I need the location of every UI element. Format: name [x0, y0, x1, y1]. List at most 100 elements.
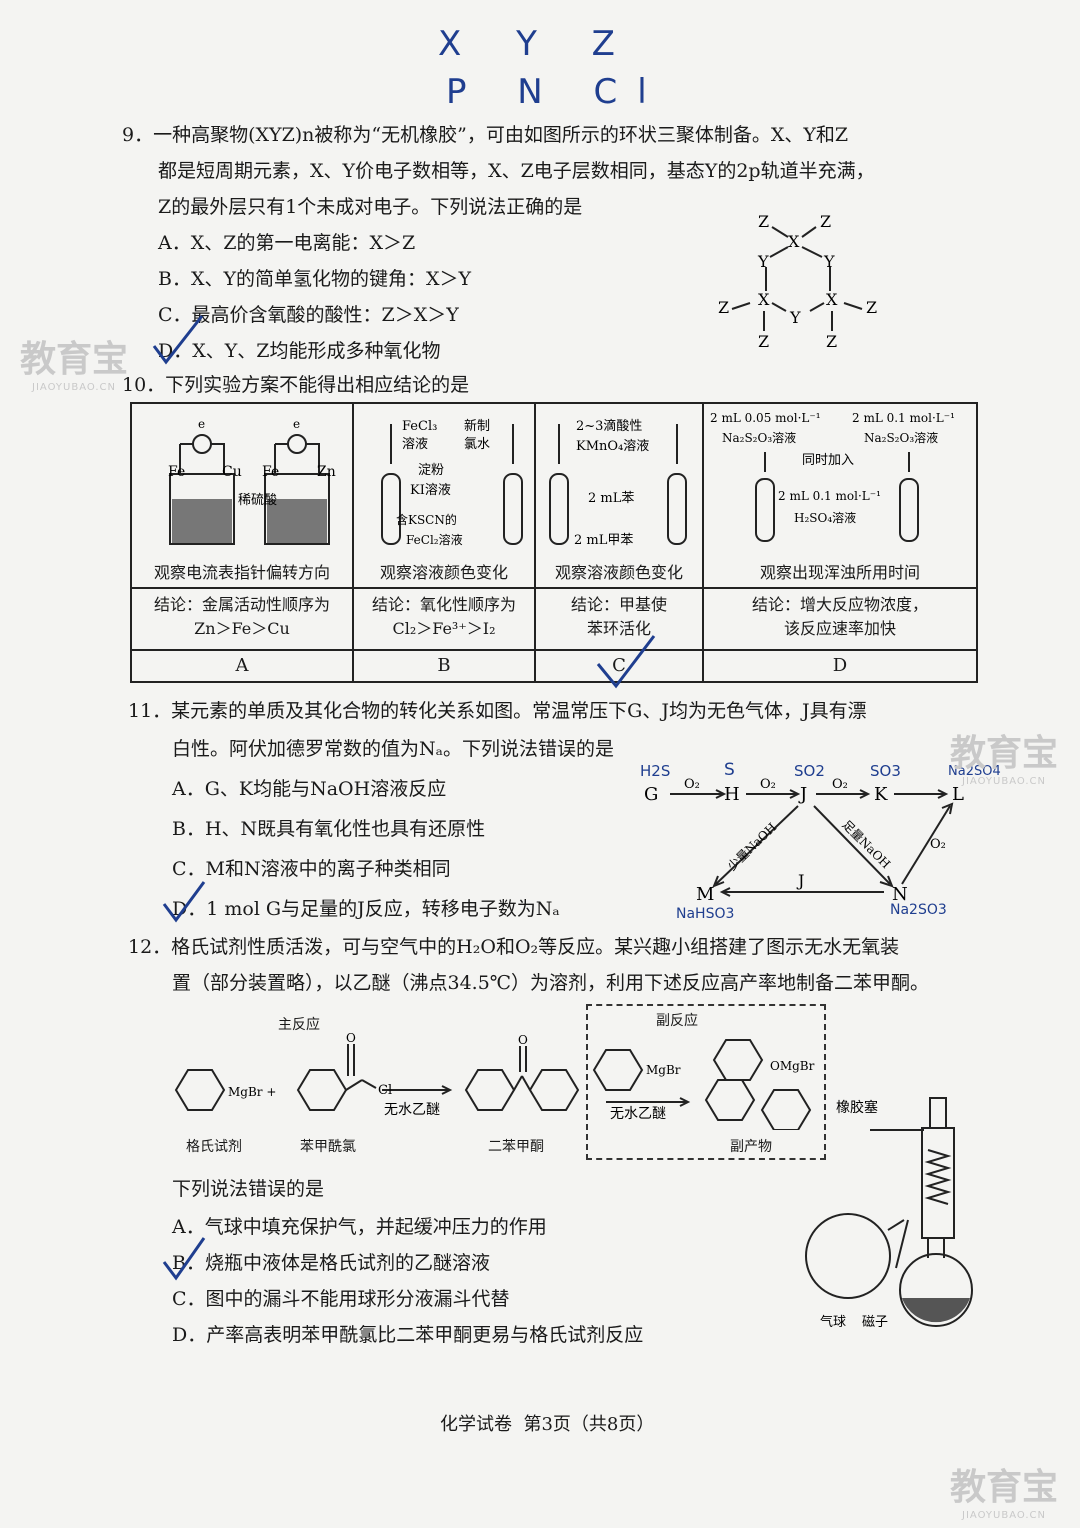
svg-text:稀硫酸: 稀硫酸	[238, 493, 277, 508]
q10-label-d: D	[832, 655, 848, 676]
svg-text:淀粉: 淀粉	[418, 463, 444, 478]
q9-check-mark	[152, 315, 204, 365]
svg-text:Na₂S₂O₃溶液: Na₂S₂O₃溶液	[864, 430, 938, 445]
svg-text:O: O	[346, 1031, 356, 1045]
handwritten-note-xyz: X Y Z	[438, 24, 637, 64]
q10-conclusion-d: 结论：增大反应物浓度，该反应速率加快	[751, 595, 928, 638]
ring-x1: X	[788, 232, 800, 251]
svg-text:M: M	[696, 884, 714, 905]
q9-option-a: A．X、Z的第一电离能：X＞Z	[158, 232, 416, 254]
svg-text:少量NaOH: 少量NaOH	[725, 820, 779, 873]
svg-text:Cu: Cu	[222, 464, 242, 480]
svg-text:同时加入: 同时加入	[802, 453, 854, 468]
q12-check-mark	[162, 1237, 206, 1281]
q9-option-d: D．X、Y、Z均能形成多种氧化物	[158, 340, 441, 362]
svg-text:H₂SO₄溶液: H₂SO₄溶液	[794, 510, 856, 525]
svg-text:Zn: Zn	[317, 464, 336, 480]
ring-x2: X	[758, 290, 770, 309]
svg-text:Fe: Fe	[262, 464, 279, 480]
q11-stem-line2: 白性。阿伏加德罗常数的值为Nₐ。下列说法错误的是	[172, 738, 614, 760]
page-footer: 化学试卷 第3页（共8页）	[440, 1414, 655, 1435]
ring-y2: Y	[823, 252, 835, 271]
q9-stem-line2: 都是短周期元素，X、Y价电子数相等，X、Z电子层数相同，基态Y的2p轨道半充满，	[158, 160, 875, 182]
svg-text:2 mL 0.1 mol·L⁻¹: 2 mL 0.1 mol·L⁻¹	[778, 489, 881, 503]
handwritten-note-pncl: P N Cl	[446, 72, 667, 112]
ring-y3: Y	[789, 308, 801, 327]
q10-cell-d-caption: 观察出现浑浊所用时间	[759, 563, 920, 582]
q12-stem-line1: 12．格氏试剂性质活泼，可与空气中的H₂O和O₂等反应。某兴趣小组搭建了图示无水…	[128, 936, 900, 958]
hand-label-so2: SO2	[794, 762, 825, 780]
svg-text:2 mL苯: 2 mL苯	[588, 491, 634, 506]
svg-text:O₂: O₂	[832, 777, 848, 792]
svg-text:气球: 气球	[820, 1314, 846, 1330]
q11-option-c: C．M和N溶液中的离子种类相同	[172, 858, 451, 880]
svg-text:FeCl₂溶液: FeCl₂溶液	[406, 532, 463, 547]
q12-option-d: D．产率高表明苯甲酰氯比二苯甲酮更易与格氏试剂反应	[172, 1324, 644, 1346]
hand-label-na2so3: Na2SO3	[890, 902, 947, 918]
svg-text:G: G	[644, 784, 658, 805]
q12-reaction-scheme: MgBr + Cl O O MgBr OMgBr 无水乙醚 无水乙醚	[174, 1031, 815, 1130]
svg-text:氯水: 氯水	[464, 437, 490, 452]
svg-text:KI溶液: KI溶液	[410, 483, 451, 498]
svg-text:J: J	[796, 871, 804, 890]
q9-stem-line1: 9．一种高聚物(XYZ)n被称为“无机橡胶”，可由如图所示的环状三聚体制备。X、…	[122, 124, 849, 146]
q10-cell-a-caption: 观察电流表指针偏转方向	[153, 563, 330, 582]
q10-experiment-table: e e Fe Cu Fe Zn 稀硫酸 观察电流表指针偏转方向	[130, 402, 978, 683]
svg-text:无水乙醚: 无水乙醚	[384, 1102, 440, 1118]
q10-label-c: C	[612, 655, 626, 676]
ring-z6: Z	[826, 332, 837, 351]
svg-text:含KSCN的: 含KSCN的	[396, 512, 457, 527]
q11-option-b: B．H、N既具有氧化性也具有还原性	[172, 818, 486, 840]
ring-z2: Z	[820, 212, 831, 231]
q12-main-reaction-label: 主反应	[278, 1017, 320, 1033]
svg-text:FeCl₃: FeCl₃	[402, 419, 437, 434]
q10-cell-a-figure: e e Fe Cu Fe Zn 稀硫酸 观察电流表指针偏转方向	[132, 404, 352, 587]
hand-label-so3: SO3	[870, 762, 901, 780]
q12-name-byproduct: 副产物	[730, 1139, 772, 1155]
q10-cell-d-figure: 2 mL 0.05 mol·L⁻¹ Na₂S₂O₃溶液 2 mL 0.1 mol…	[704, 404, 976, 587]
svg-text:O₂: O₂	[684, 777, 700, 792]
q10-check-mark	[596, 635, 656, 689]
q10-stem: 10．下列实验方案不能得出相应结论的是	[122, 374, 470, 396]
svg-text:H: H	[724, 784, 740, 805]
q10-cell-c-caption: 观察溶液颜色变化	[554, 563, 683, 582]
svg-text:O₂: O₂	[760, 777, 776, 792]
svg-text:N: N	[892, 884, 908, 905]
svg-text:MgBr +: MgBr +	[228, 1085, 276, 1099]
ring-z5: Z	[758, 332, 769, 351]
svg-text:L: L	[952, 784, 964, 805]
q11-option-a: A．G、K均能与NaOH溶液反应	[172, 778, 447, 800]
svg-text:橡胶塞: 橡胶塞	[836, 1099, 878, 1116]
hand-label-h2s: H2S	[640, 762, 671, 780]
q9-option-c: C．最高价含氧酸的酸性：Z＞X＞Y	[158, 304, 459, 326]
svg-text:Na₂S₂O₃溶液: Na₂S₂O₃溶液	[722, 430, 796, 445]
hand-label-na2so4: Na2SO4	[948, 764, 1001, 779]
q11-check-mark	[162, 881, 206, 923]
svg-text:OMgBr: OMgBr	[770, 1059, 815, 1073]
q12-stem-line2: 置（部分装置略），以乙醚（沸点34.5℃）为溶剂，利用下述反应高产率地制备二苯甲…	[172, 972, 930, 994]
svg-text:MgBr: MgBr	[646, 1063, 681, 1077]
q11-option-d: D．1 mol G与足量的J反应，转移电子数为Nₐ	[172, 898, 560, 920]
svg-text:2 mL甲苯: 2 mL甲苯	[574, 533, 633, 548]
q9-stem-line3: Z的最外层只有1个未成对电子。下列说法正确的是	[158, 196, 583, 218]
svg-text:2 mL 0.05 mol·L⁻¹: 2 mL 0.05 mol·L⁻¹	[710, 411, 821, 425]
svg-text:无水乙醚: 无水乙醚	[610, 1106, 666, 1122]
q10-cell-b-caption: 观察溶液颜色变化	[379, 563, 508, 582]
svg-text:e: e	[293, 417, 300, 431]
svg-text:2~3滴酸性: 2~3滴酸性	[576, 418, 642, 434]
q10-cell-b-figure: FeCl₃ 溶液 新制 氯水 淀粉 KI溶液 含KSCN的 FeCl₂溶液 观察…	[354, 404, 534, 587]
q10-conclusion-c: 结论：甲基使苯环活化	[570, 595, 667, 638]
ring-z1: Z	[758, 212, 769, 231]
q11-transformation-diagram: G H J K L M N O₂ O₂ O₂ O₂ J 少量NaOH 足量NaO…	[644, 777, 964, 905]
q10-label-a: A	[235, 655, 249, 676]
svg-text:K: K	[874, 784, 888, 805]
q12-question: 下列说法错误的是	[172, 1178, 325, 1200]
q12-name-benzoyl-chloride: 苯甲酰氯	[300, 1139, 356, 1155]
svg-text:KMnO₄溶液: KMnO₄溶液	[576, 439, 649, 454]
q12-side-reaction-label: 副反应	[656, 1013, 698, 1029]
